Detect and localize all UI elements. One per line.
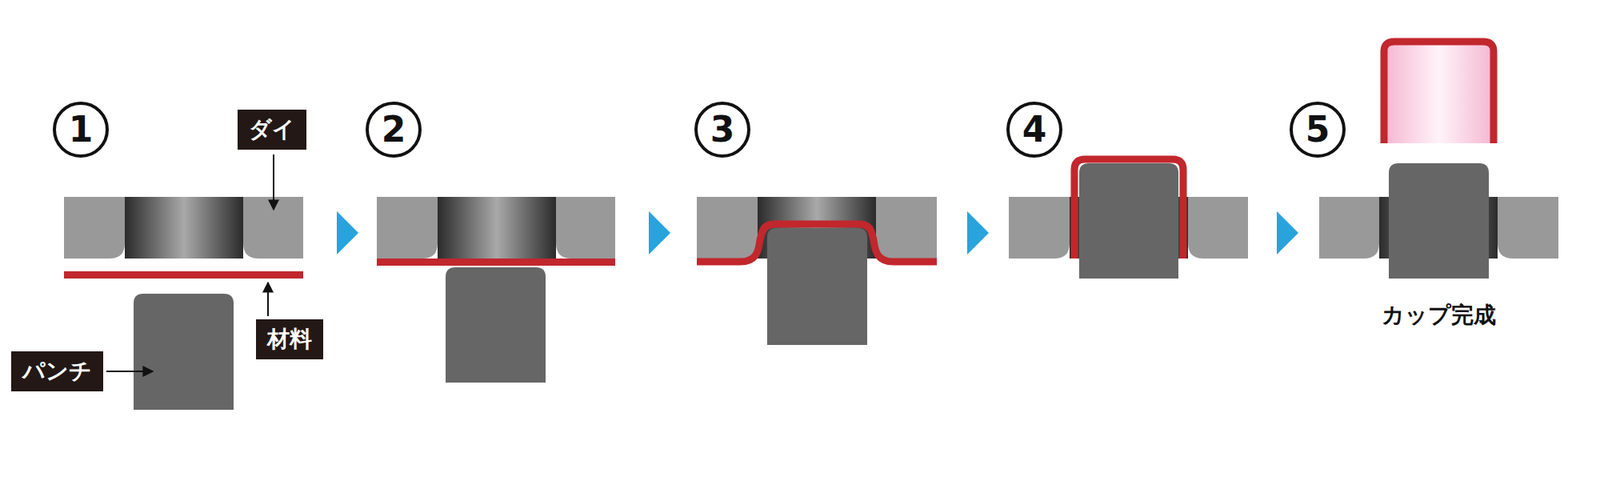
die-block	[376, 196, 438, 259]
finished-cup	[1384, 41, 1494, 144]
step-number: 2	[365, 101, 422, 158]
leader-line	[272, 154, 275, 210]
die-block	[1319, 196, 1380, 259]
punch	[133, 293, 234, 410]
die-block	[64, 196, 125, 259]
blank-sheet	[376, 258, 616, 266]
step-number-text: 5	[1305, 112, 1331, 148]
step-4	[1008, 159, 1248, 279]
callout-text: パンチ	[22, 357, 92, 385]
blank-sheet	[64, 271, 304, 279]
step-number: 3	[694, 101, 751, 158]
step-arrow	[648, 211, 671, 255]
step-2	[376, 196, 616, 383]
drawn-cup	[1074, 159, 1184, 259]
part-callout: 材料	[256, 319, 324, 360]
step-number-text: 2	[381, 112, 407, 148]
step-number: 5	[1289, 101, 1346, 158]
step-3	[696, 196, 937, 345]
die-block	[696, 196, 758, 259]
step-number-text: 4	[1022, 112, 1048, 148]
step-arrow	[336, 211, 359, 255]
step-number: 4	[1006, 101, 1063, 158]
step-arrow	[1276, 211, 1299, 255]
die-hole	[124, 196, 244, 259]
callout-text: ダイ	[248, 116, 296, 144]
part-callout: パンチ	[11, 351, 104, 392]
die-block	[1188, 196, 1248, 259]
die-block	[556, 196, 616, 259]
die-block	[876, 196, 937, 259]
step-arrow	[967, 211, 989, 255]
punch	[445, 267, 546, 383]
drawn-sheet	[696, 224, 937, 262]
punch	[1079, 163, 1179, 279]
die-block	[1008, 196, 1070, 259]
punch	[767, 228, 868, 345]
punch	[1388, 163, 1489, 279]
step-number-text: 3	[710, 112, 736, 148]
result-label: カップ完成	[1381, 301, 1496, 329]
cup-body	[1384, 41, 1494, 144]
die-block	[1497, 196, 1559, 259]
leader-line	[106, 370, 153, 372]
leader-line	[267, 282, 269, 316]
step-number: 1	[52, 101, 109, 158]
step-5	[1319, 41, 1559, 279]
die-hole	[437, 196, 556, 259]
part-callout: ダイ	[237, 109, 307, 150]
callout-text: 材料	[267, 325, 312, 353]
step-number-text: 1	[68, 112, 94, 148]
